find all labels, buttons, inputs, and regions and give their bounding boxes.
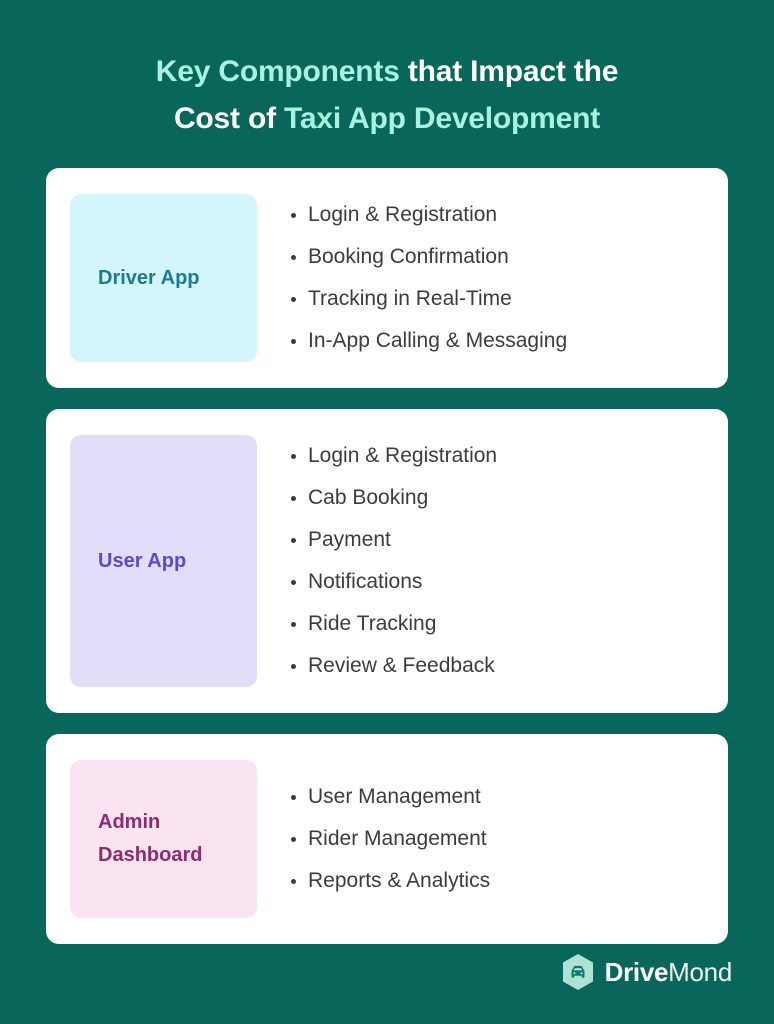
component-card-list: Driver App Login & Registration Booking … [0,168,774,944]
title-line-2: Cost of Taxi App Development [56,95,718,142]
category-label: User App [98,549,187,572]
category-label: Admin Dashboard [98,811,203,866]
list-item: Review & Feedback [291,645,704,687]
component-card-user-app: User App Login & Registration Cab Bookin… [46,409,728,713]
brand-wordmark: DriveMond [604,957,733,987]
list-item: Login & Registration [291,435,704,477]
list-item: In-App Calling & Messaging [291,320,704,362]
list-item: Payment [291,519,704,561]
feature-list-driver-app: Login & Registration Booking Confirmatio… [257,194,704,362]
category-label: Driver App [98,266,200,289]
category-chip-driver-app: Driver App [70,194,257,362]
title-plain-2: Cost of [173,102,284,135]
category-chip-admin-dashboard: Admin Dashboard [70,760,257,918]
title-accent-2: Taxi App Development [284,102,601,135]
brand-logo: DriveMond [561,953,732,991]
brand-name-bold: Drive [604,957,669,987]
page-title: Key Components that Impact the Cost of T… [0,0,774,142]
list-item: Tracking in Real-Time [291,278,704,320]
list-item: Ride Tracking [291,603,704,645]
feature-list-admin-dashboard: User Management Rider Management Reports… [257,776,704,902]
list-item: Cab Booking [291,477,704,519]
feature-list-user-app: Login & Registration Cab Booking Payment… [257,435,704,687]
list-item: Login & Registration [291,194,704,236]
brand-name-light: Mond [668,957,732,987]
list-item: Reports & Analytics [291,860,704,902]
title-plain-1: that Impact the [399,55,619,88]
component-card-admin-dashboard: Admin Dashboard User Management Rider Ma… [46,734,728,944]
category-chip-user-app: User App [70,435,257,687]
hexagon-car-icon [561,953,595,991]
component-card-driver-app: Driver App Login & Registration Booking … [46,168,728,388]
list-item: User Management [291,776,704,818]
title-line-1: Key Components that Impact the [56,48,718,95]
list-item: Notifications [291,561,704,603]
list-item: Booking Confirmation [291,236,704,278]
list-item: Rider Management [291,818,704,860]
title-accent-1: Key Components [155,55,400,88]
